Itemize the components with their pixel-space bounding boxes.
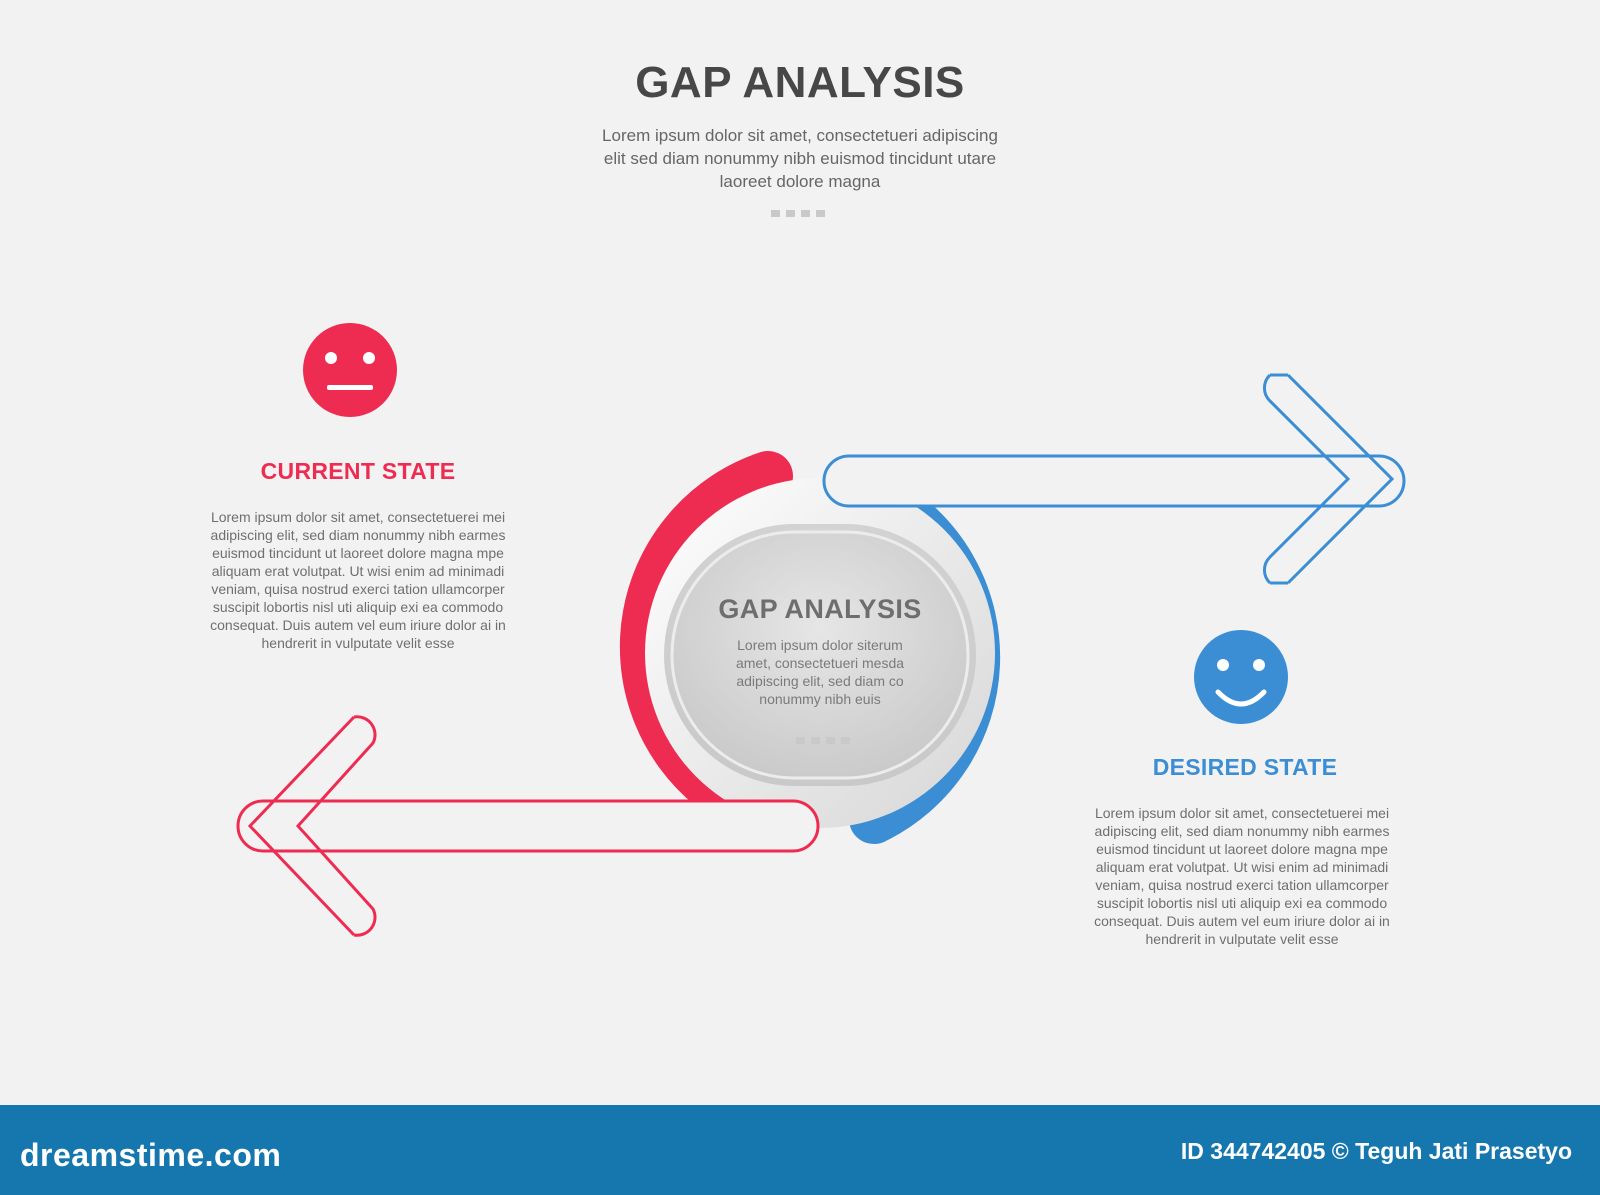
text-line: veniam, quisa nostrud exerci tation ulla… (1095, 877, 1389, 893)
text-line: consequat. Duis autem vel eum iriure dol… (1094, 913, 1390, 929)
text-line: suscipit lobortis nisl uti aliquip exi e… (212, 599, 504, 615)
desired-state-description: Lorem ipsum dolor sit amet, consectetuer… (1074, 804, 1410, 948)
header-dots-divider (771, 210, 825, 217)
text-line: adipiscing elit, sed diam nonummy nibh e… (1094, 823, 1390, 839)
text-line: amet, consectetueri mesda (735, 655, 905, 671)
text-line: Lorem ipsum dolor siterum (737, 637, 903, 653)
current-state-description: Lorem ipsum dolor sit amet, consectetuer… (190, 508, 526, 652)
left-arrow (236, 715, 820, 937)
neutral-face-icon (303, 323, 397, 417)
text-line: hendrerit in vulputate velit esse (1145, 931, 1339, 947)
subtitle-line: laoreet dolore magna (719, 172, 881, 191)
text-line: veniam, quisa nostrud exerci tation ulla… (211, 581, 505, 597)
subtitle-line: elit sed diam nonummy nibh euismod tinci… (603, 149, 997, 168)
text-line: aliquam erat volutpat. Ut wisi enim ad m… (211, 563, 505, 579)
text-line: Lorem ipsum dolor sit amet, consectetuer… (1094, 805, 1390, 821)
text-line: hendrerit in vulputate velit esse (261, 635, 455, 651)
text-line: euismod tincidunt ut laoreet dolore magn… (212, 545, 504, 561)
footer-logo: dreamstime.com (20, 1137, 282, 1173)
subtitle-line: Lorem ipsum dolor sit amet, consectetuer… (602, 126, 998, 145)
smiling-face-icon (1194, 630, 1288, 724)
text-line: Lorem ipsum dolor sit amet, consectetuer… (210, 509, 506, 525)
desired-state-title: DESIRED STATE (1152, 754, 1338, 780)
text-line: adipiscing elit, sed diam co (736, 673, 904, 689)
text-line: euismod tincidunt ut laoreet dolore magn… (1096, 841, 1388, 857)
text-line: nonummy nibh euis (759, 691, 881, 707)
hub-title: GAP ANALYSIS (718, 594, 922, 624)
hub-disc (664, 524, 976, 786)
footer-bar (0, 1105, 1600, 1195)
footer-credit: ID 344742405 © Teguh Jati Prasetyo (1180, 1138, 1572, 1164)
gap-diagram (236, 323, 1406, 937)
page-title: GAP ANALYSIS (635, 58, 965, 107)
hub-description: Lorem ipsum dolor siterum amet, consecte… (718, 636, 922, 708)
right-arrow (822, 373, 1406, 585)
text-line: adipiscing elit, sed diam nonummy nibh e… (210, 527, 506, 543)
text-line: suscipit lobortis nisl uti aliquip exi e… (1096, 895, 1388, 911)
hub-dots-divider (796, 737, 850, 744)
page-subtitle: Lorem ipsum dolor sit amet, consectetuer… (560, 124, 1040, 193)
text-line: consequat. Duis autem vel eum iriure dol… (210, 617, 506, 633)
current-state-title: CURRENT STATE (260, 458, 456, 484)
text-line: aliquam erat volutpat. Ut wisi enim ad m… (1095, 859, 1389, 875)
